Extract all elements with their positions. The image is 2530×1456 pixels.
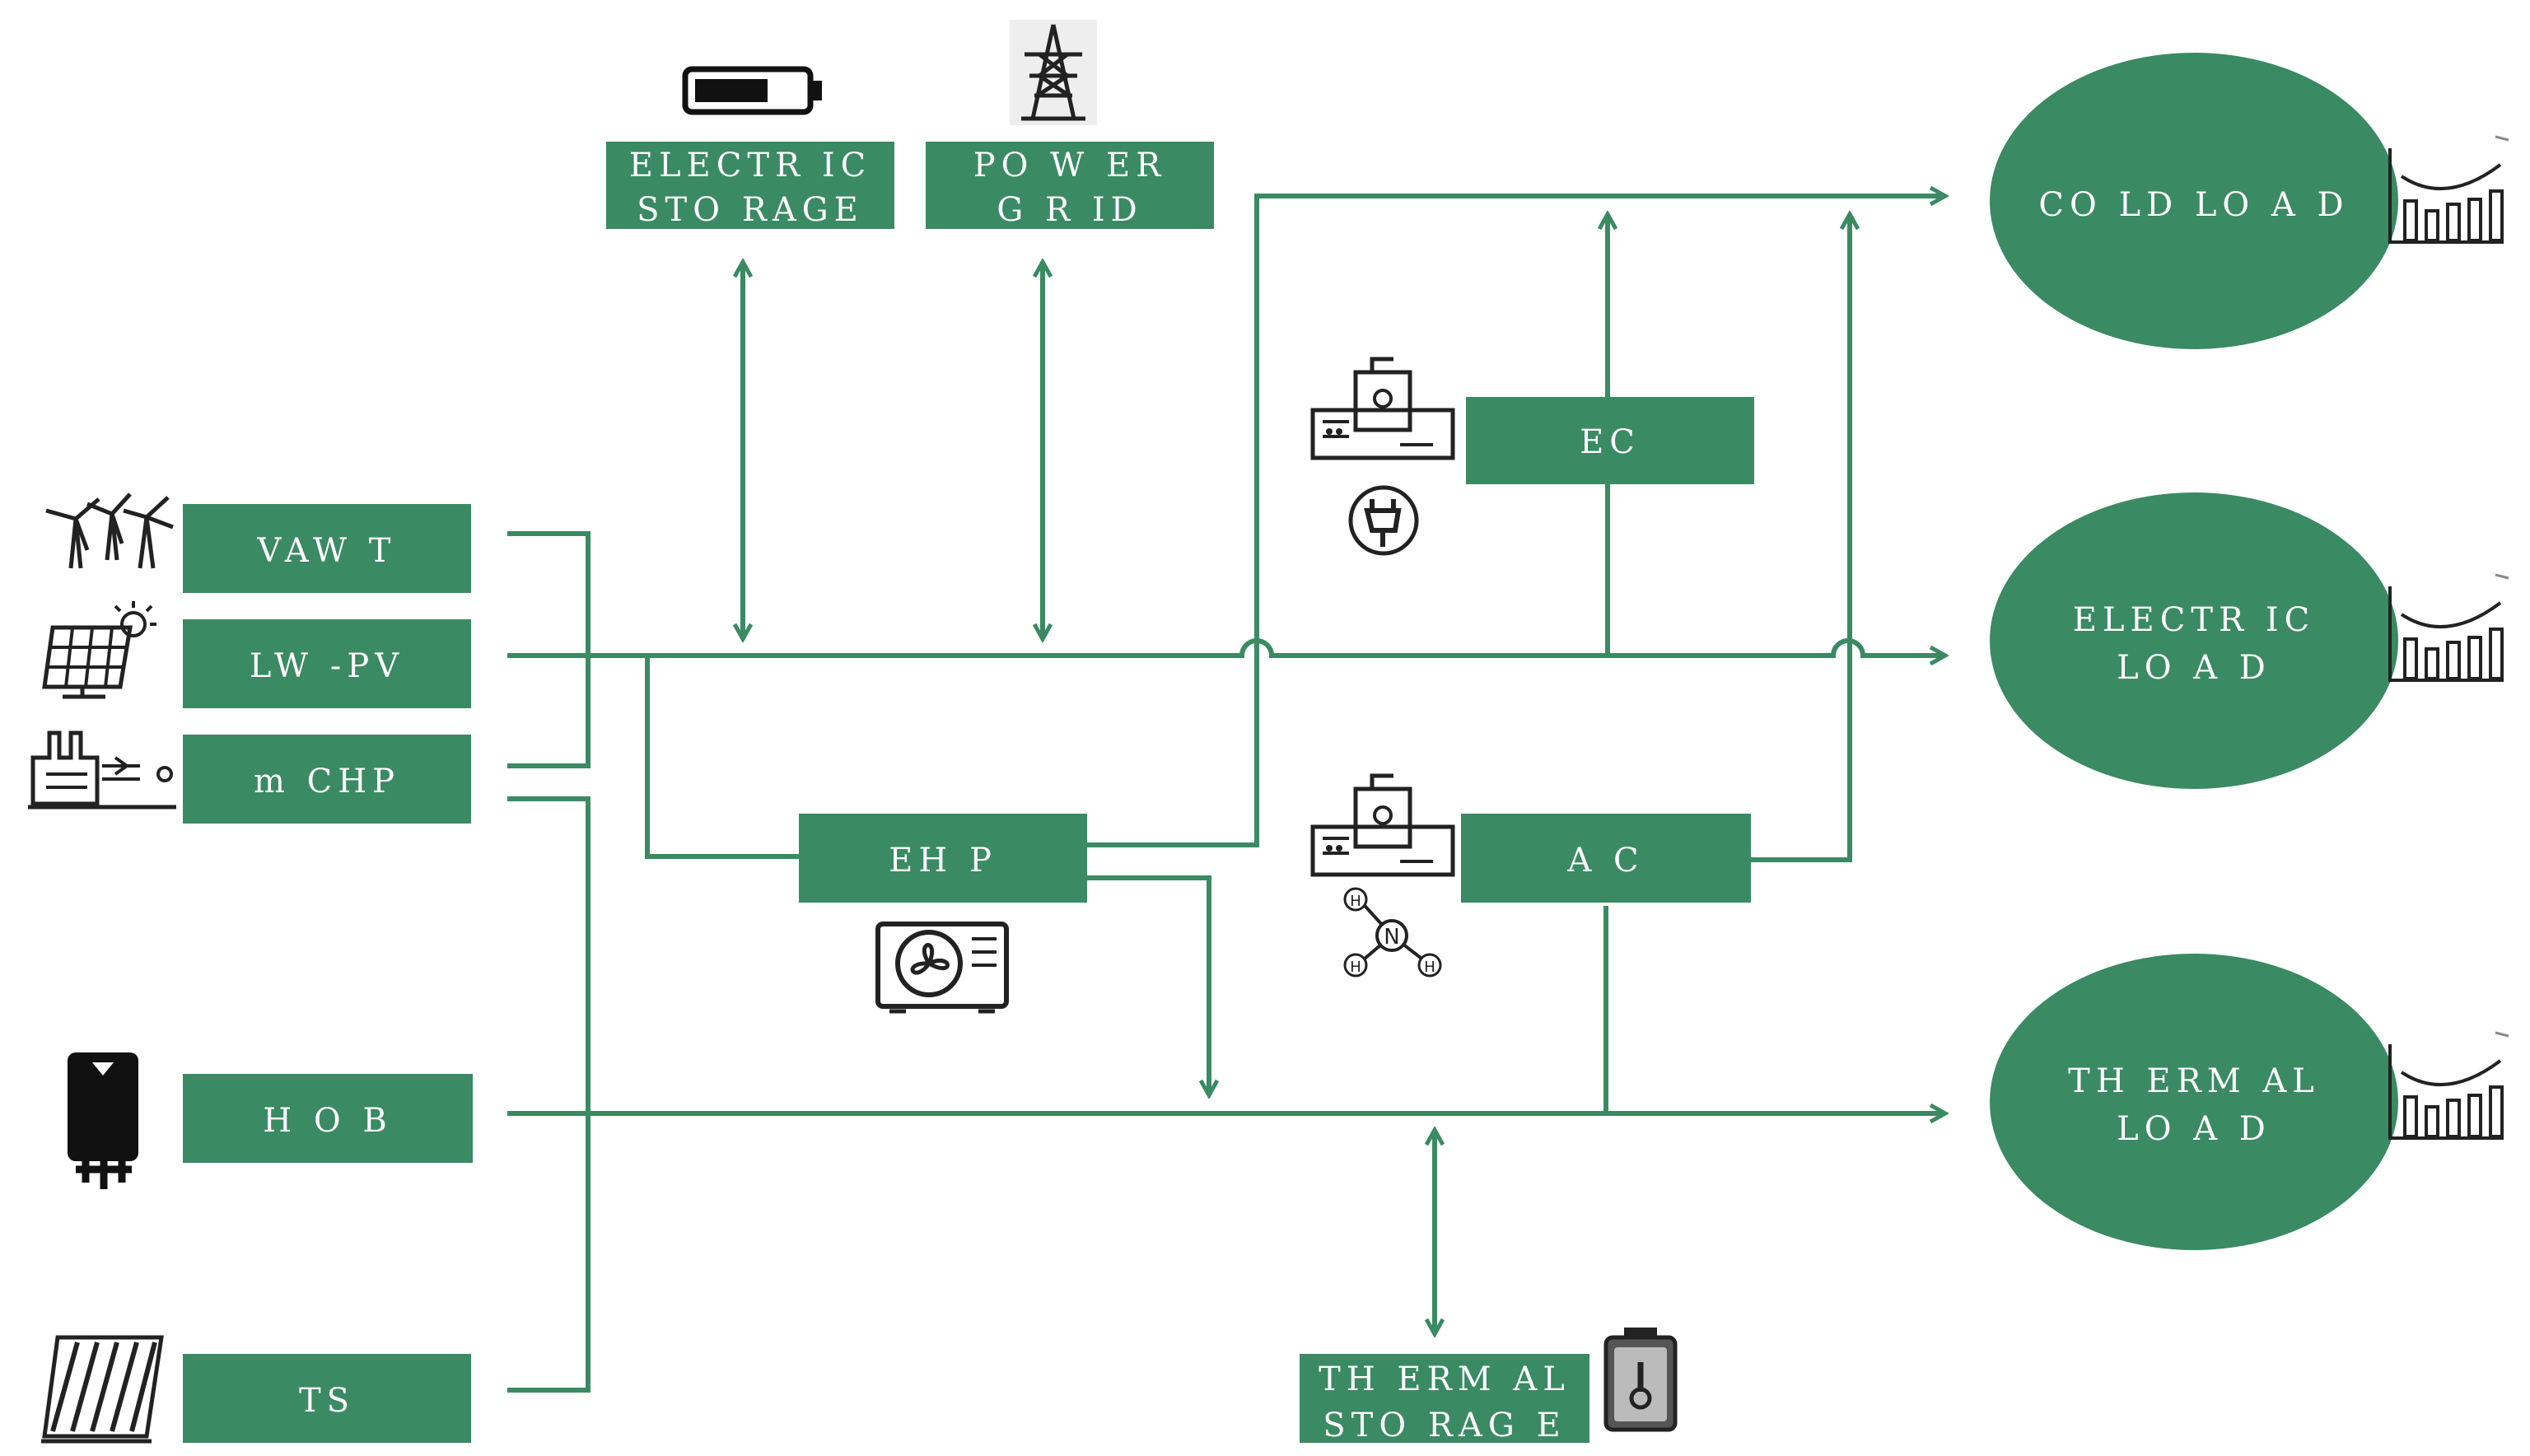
ehp-box[interactable]: EH P [799,814,1087,903]
source-hob[interactable]: H O B [183,1074,473,1163]
flow-lines [507,196,1945,1393]
ec-box[interactable]: EC [1466,397,1754,484]
source-lwpv[interactable]: LW -PV [183,619,471,708]
ac-to-cold [1751,214,1850,862]
vawt-label: VAW T [257,532,397,570]
source-ts[interactable]: TS [183,1354,471,1443]
power-grid-box[interactable]: PO W ER G R ID [926,142,1214,229]
boiler-icon [68,1052,138,1189]
electric-load-label-2: LO A D [2117,649,2271,687]
electric-storage-box[interactable]: ELECTR IC STO RAGE [606,142,894,229]
thermal-battery-icon [1603,1328,1678,1432]
ac-box[interactable]: A C [1461,814,1751,903]
svg-text:N: N [1384,925,1399,950]
electric-load-label-1: ELECTR IC [2073,601,2315,639]
load-chart-icon [2388,1031,2509,1140]
power-grid-label-1: PO W ER [973,147,1167,184]
thermal-storage-label-1: TH ERM AL [1319,1360,1571,1398]
ac-chiller-icon [1310,773,1455,877]
lwpv-label: LW -PV [250,647,404,685]
thermal-load[interactable]: TH ERM AL LO A D [1990,954,2398,1250]
thermal-storage-box[interactable]: TH ERM AL STO RAG E [1300,1354,1589,1444]
ehp-to-cold-load [1087,196,1945,847]
thermal-load-label-1: TH ERM AL [2068,1062,2320,1100]
ts-label: TS [299,1382,355,1420]
thermal-storage-label-2: STO RAG E [1323,1407,1566,1444]
mchp-label: m CHP [254,763,400,800]
cold-load-label: CO LD LO A D [2038,186,2349,224]
ammonia-molecule-icon: N H H H [1343,887,1442,978]
wind-turbines-icon [45,492,174,569]
electric-storage-label-1: ELECTR IC [629,147,871,184]
load-chart-icon [2388,573,2509,682]
ehp-to-thermal [1087,875,1209,1095]
source-mchp[interactable]: m CHP [183,735,471,824]
source-vawt[interactable]: VAW T [183,504,471,593]
power-pylon-icon [1010,20,1097,125]
cold-load[interactable]: CO LD LO A D [1990,53,2398,349]
ehp-label: EH P [889,842,997,880]
ac-label: A C [1566,842,1644,880]
ec-chiller-icon [1310,357,1455,460]
svg-text:H: H [1350,959,1361,976]
plug-icon [1348,485,1419,556]
vawt-connector [507,531,590,768]
thermal-load-label-2: LO A D [2117,1110,2271,1148]
chp-factory-icon [28,730,176,810]
hob-label: H O B [263,1102,393,1140]
mchp-ts-connector [507,796,590,1393]
battery-icon [682,66,822,115]
electric-bus [507,638,1945,656]
bus-to-ehp [645,656,799,859]
power-grid-label-2: G R ID [997,191,1142,229]
ec-label: EC [1580,423,1641,461]
svg-text:H: H [1350,893,1361,910]
heat-pump-fan-icon [875,922,1009,1014]
svg-text:H: H [1424,959,1435,976]
load-chart-icon [2388,135,2509,244]
solar-thermal-collector-icon [41,1335,164,1444]
solar-panel-icon [42,601,156,699]
electric-storage-label-2: STO RAGE [637,191,864,229]
electric-load[interactable]: ELECTR IC LO A D [1990,492,2398,789]
